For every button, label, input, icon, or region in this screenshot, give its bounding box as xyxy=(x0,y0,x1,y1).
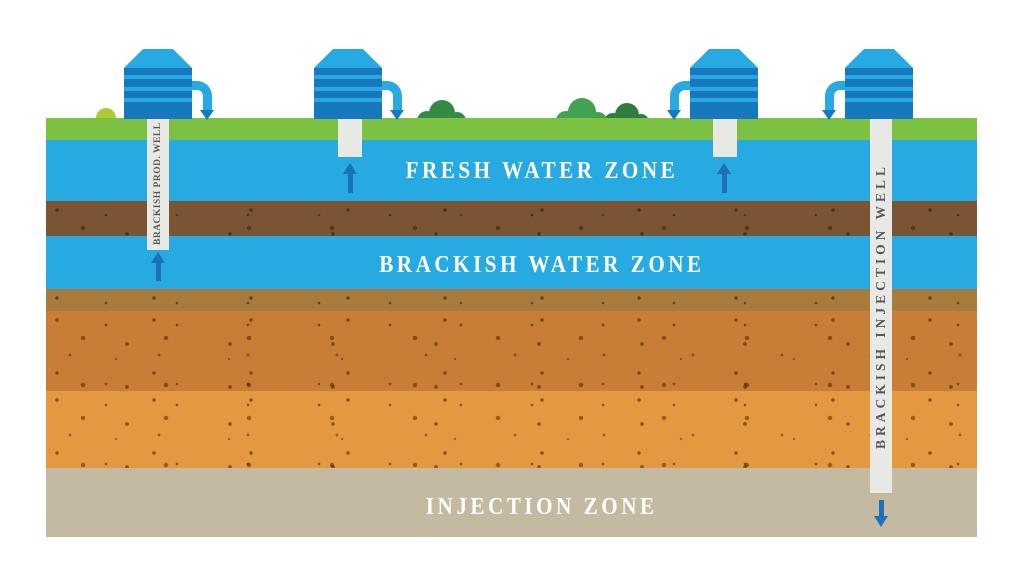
flow-up-arrow-icon xyxy=(151,252,165,281)
pipe-outlet-icon xyxy=(822,110,836,120)
brackish-water-zone-layer xyxy=(46,236,977,289)
brackish-injection-well: BRACKISH INJECTION WELL xyxy=(870,118,892,493)
brackish-injection-well-label: BRACKISH INJECTION WELL xyxy=(873,162,888,449)
fresh-water-well-right xyxy=(713,118,737,157)
water-tank-fresh-right xyxy=(690,49,758,119)
bush-icon xyxy=(550,95,614,118)
fresh-water-well-left xyxy=(338,118,362,157)
brackish-water-zone-label-text: BRACKISH WATER ZONE xyxy=(378,252,705,278)
water-tank-brackish-production xyxy=(124,49,192,119)
fresh-water-zone-label-text: FRESH WATER ZONE xyxy=(405,158,678,184)
fresh-water-zone-label: FRESH WATER ZONE xyxy=(46,158,977,184)
bush-icon xyxy=(410,97,474,118)
flow-down-arrow-icon xyxy=(874,500,888,527)
fresh-water-zone-layer xyxy=(46,140,977,201)
tank-pipe xyxy=(370,81,402,112)
water-tank-fresh-left xyxy=(314,49,382,119)
tank-pipe xyxy=(180,81,212,112)
injection-zone-layer xyxy=(46,468,977,537)
injection-zone-label-text: INJECTION ZONE xyxy=(425,494,658,520)
pipe-outlet-icon xyxy=(200,110,214,120)
flow-up-arrow-icon xyxy=(343,163,357,193)
pipe-outlet-icon xyxy=(667,110,681,120)
injection-zone-label: INJECTION ZONE xyxy=(46,494,977,520)
tank-pipe xyxy=(670,81,702,112)
grass-surface-layer xyxy=(46,118,977,140)
soil-layer-dark-orange xyxy=(46,311,977,391)
bush-icon xyxy=(84,106,128,118)
tank-pipe xyxy=(825,81,857,112)
soil-layer-brown xyxy=(46,201,977,236)
flow-up-arrow-icon xyxy=(717,163,731,193)
brackish-water-zone-label: BRACKISH WATER ZONE xyxy=(46,252,977,278)
pipe-outlet-icon xyxy=(390,110,404,120)
brackish-production-well-label: BRACKISH PROD. WELL xyxy=(153,122,163,246)
brackish-production-well: BRACKISH PROD. WELL xyxy=(147,118,169,250)
bush-icon xyxy=(596,100,658,118)
water-tank-brackish-injection xyxy=(845,49,913,119)
soil-layer-light-orange xyxy=(46,391,977,468)
soil-layer-olive-tan xyxy=(46,289,977,311)
